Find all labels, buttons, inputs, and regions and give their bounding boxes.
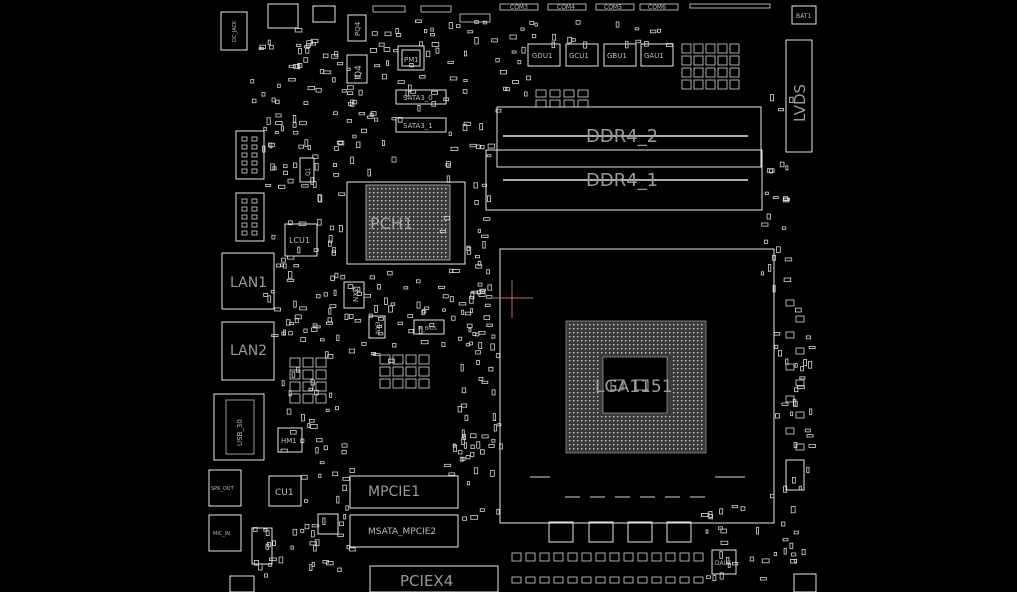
ddr4-1-label: DDR4_1: [586, 170, 658, 191]
usb30-label: USB_30: [236, 419, 244, 446]
q1-label: Q1: [305, 167, 312, 176]
usb30-connector: USB_30: [213, 393, 265, 461]
bat1-top-label: BAT1: [796, 13, 811, 20]
mic-in-label: MIC_IN: [213, 531, 230, 537]
lan2-label: LAN2: [230, 343, 267, 359]
pciex4-label: PCIEX4: [400, 572, 453, 590]
lan-switch-chips: GDU1 GCU1 GBU1 GAU1: [527, 43, 674, 67]
nx2-label: NX2: [352, 288, 360, 303]
cursor-crosshair: [493, 280, 533, 318]
passive-components: [241, 19, 816, 584]
pm1-label: PM1: [404, 56, 419, 64]
gau1-label: GAU1: [644, 52, 664, 60]
audio-jacks: SPK_OUT MIC_IN: [208, 469, 242, 552]
lga-socket: LGA1151: [499, 248, 775, 543]
mpcie-slots: MPCIE1 MSATA_MPCIE2: [349, 475, 459, 548]
m-bios-label: M_BIOS: [418, 326, 437, 332]
power-components: PQ4 Q4 PM1: [346, 14, 425, 84]
sata3-0-label: SATA3_0: [403, 94, 433, 102]
pq4-label: PQ4: [354, 21, 362, 36]
pch-chip: PCH1: [346, 181, 466, 265]
left-headers: [235, 130, 265, 242]
dc-jack: DC_JACK: [220, 11, 248, 51]
sata-connectors: SATA3_0 SATA3_1: [395, 89, 447, 133]
com4-label: COM4: [557, 4, 575, 11]
gdu1-label: GDU1: [532, 52, 552, 60]
lcu1-label: LCU1: [289, 236, 310, 245]
spk-out-label: SPK_OUT: [211, 486, 235, 492]
pciex4-slot: PCIEX4: [369, 565, 499, 592]
lvds-connector: LVDS: [785, 39, 813, 153]
dau1-chip: DAU1: [711, 549, 737, 575]
ddr4-2-label: DDR4_2: [586, 126, 658, 147]
hm1-label: HM1: [281, 437, 297, 445]
lga-label: LGA1151: [595, 377, 673, 397]
sata3-1-label: SATA3_1: [403, 122, 433, 130]
com6-label: COM6: [648, 4, 666, 11]
gbu1-label: GBU1: [607, 52, 627, 60]
cu1-chip: CU1: [251, 475, 339, 565]
com3-label: COM3: [510, 4, 528, 11]
lan1-label: LAN1: [230, 275, 267, 291]
q4-label: Q4: [354, 65, 364, 78]
cu1-label: CU1: [275, 488, 294, 498]
pch-label: PCH1: [370, 214, 413, 233]
mpcie1-label: MPCIE1: [368, 484, 420, 500]
lan-jacks: LAN1 LAN2: [221, 252, 275, 381]
gcu1-label: GCU1: [569, 52, 589, 60]
ddr4-slots: DDR4_2 DDR4_1: [485, 106, 763, 211]
com5-label: COM5: [604, 4, 622, 11]
top-edge-components: COM3 COM4 COM5 COM6 BAT1: [267, 3, 817, 29]
bottom-corner-components: [229, 459, 817, 592]
dau1-label: DAU1: [715, 560, 732, 567]
q1-component: Q1: [299, 157, 315, 183]
msata-label: MSATA_MPCIE2: [368, 527, 436, 537]
bios-area: NX2 NX3 M_BIOS: [343, 281, 445, 339]
hm1-chip: HM1: [277, 427, 303, 453]
lcu1-chip: LCU1: [284, 223, 318, 257]
dc-jack-label: DC_JACK: [232, 20, 238, 42]
lvds-label: LVDS: [791, 84, 809, 122]
